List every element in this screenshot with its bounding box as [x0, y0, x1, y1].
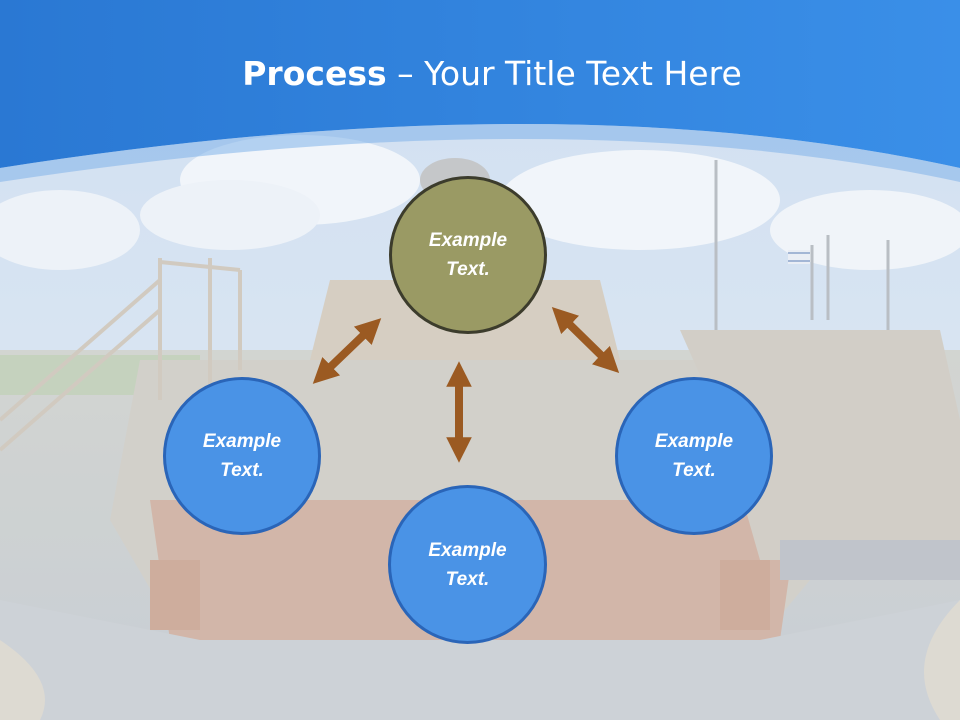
node-left-circle: Example Text.	[163, 377, 321, 535]
node-left-label: Example Text.	[202, 431, 282, 481]
node-top-label: Example Text.	[428, 230, 508, 280]
arrow-top-left	[312, 318, 382, 384]
node-right-label: Example Text.	[654, 431, 734, 481]
node-bottom-label: Example Text.	[428, 539, 507, 590]
arrow-top-right	[551, 307, 620, 373]
node-top-circle: Example Text.	[389, 176, 547, 334]
title-rest: – Your Title Text Here	[397, 54, 742, 93]
node-bottom-circle: Example Text.	[388, 485, 547, 644]
node-right-circle: Example Text.	[615, 377, 773, 535]
page-title: Process – Your Title Text Here	[0, 52, 960, 96]
title-bold: Process	[242, 54, 387, 93]
